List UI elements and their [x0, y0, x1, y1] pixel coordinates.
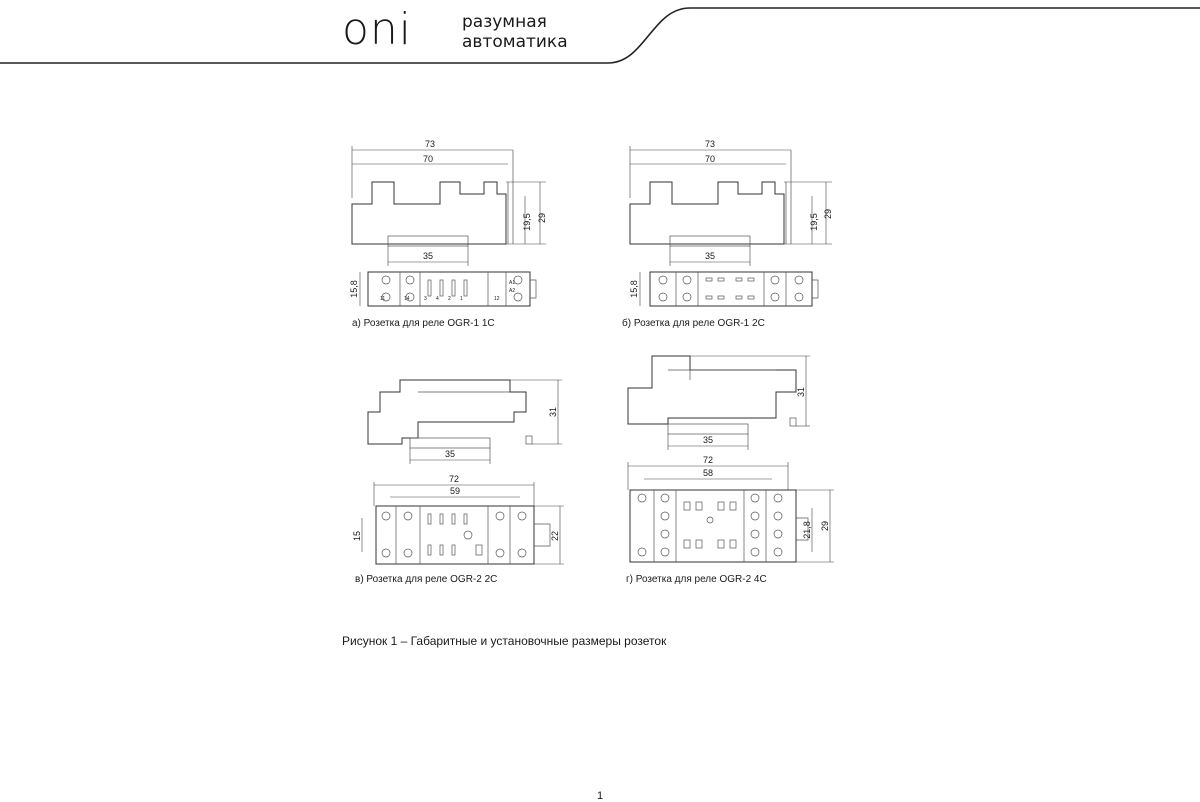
diagram-a-terminal-11: 11 — [380, 296, 385, 302]
diagram-c-din-rail — [409, 437, 491, 449]
diagram-c-dim-31: 31 — [548, 407, 558, 417]
diagram-d-dim-21-8: 21,8 — [802, 521, 812, 539]
diagram-b-dim-73: 73 — [705, 139, 715, 149]
page-number: 1 — [597, 790, 604, 802]
diagram-b-dim-19-5: 19,5 — [809, 213, 819, 231]
diagram-b-caption: б) Розетка для реле OGR-1 2C — [622, 318, 765, 329]
header-swoosh-line — [0, 7, 1200, 64]
diagram-a-dim-73: 73 — [425, 139, 435, 149]
diagram-c-side-view — [367, 379, 527, 445]
diagram-a-dim-15-8: 15,8 — [349, 280, 359, 298]
diagram-b-dim-70: 70 — [705, 154, 715, 164]
diagram-d-caption: г) Розетка для реле OGR-2 4C — [626, 574, 767, 585]
diagram-a-top-view — [367, 271, 531, 307]
diagram-c-top-view — [375, 505, 535, 565]
brand-tagline-line2: автоматика — [462, 32, 568, 52]
diagram-b-side-view — [629, 181, 785, 245]
diagram-d-side-view — [627, 355, 797, 425]
diagram-c: 31 35 72 59 15 22 — [352, 379, 564, 565]
diagram-a-terminal-2: 2 — [448, 296, 451, 302]
diagram-d-dim-29: 29 — [820, 521, 830, 531]
diagram-c-dim-22: 22 — [550, 531, 560, 541]
diagram-b-top-view — [649, 271, 813, 307]
diagram-c-dim-72: 72 — [449, 474, 459, 484]
diagram-b: 73 70 29 19,5 35 15,8 — [629, 139, 833, 307]
diagram-a-terminal-3: 3 — [424, 296, 427, 302]
diagram-a-terminal-12: 12 — [494, 296, 500, 302]
diagram-c-dim-59: 59 — [450, 486, 460, 496]
page-header: oni разумная автоматика — [0, 0, 1200, 70]
diagram-d-top-view — [629, 489, 797, 563]
diagram-b-dim-15-8: 15,8 — [629, 280, 639, 298]
diagram-b-dim-29: 29 — [823, 209, 833, 219]
diagram-c-caption: в) Розетка для реле OGR-2 2C — [355, 574, 498, 585]
diagram-a-dim-19-5: 19,5 — [522, 213, 532, 231]
diagram-d: 31 35 72 58 21,8 29 — [627, 355, 834, 563]
diagram-a-terminal-4: 4 — [436, 296, 439, 302]
diagram-a-terminal-1: 1 — [460, 296, 463, 302]
diagram-a-din-rail — [387, 235, 469, 247]
figure-caption: Рисунок 1 – Габаритные и установочные ра… — [342, 634, 667, 648]
diagram-d-dim-31: 31 — [796, 387, 806, 397]
diagram-a-terminal-a1: A1 — [509, 280, 515, 286]
diagram-a-terminal-a2: A2 — [509, 288, 515, 294]
diagram-a-caption: а) Розетка для реле OGR-1 1C — [352, 318, 495, 329]
diagram-c-dim-35: 35 — [445, 449, 455, 459]
diagram-a: 73 70 29 19,5 35 11 14 3 4 2 1 12 A2 — [349, 139, 547, 307]
diagram-a-dim-35: 35 — [423, 251, 433, 261]
diagram-a-dim-70: 70 — [423, 154, 433, 164]
diagram-b-dim-35: 35 — [705, 251, 715, 261]
diagram-c-dim-15: 15 — [352, 531, 362, 541]
diagram-d-dim-58: 58 — [703, 468, 713, 478]
diagram-a-side-view — [351, 181, 507, 245]
diagram-a-terminal-14: 14 — [404, 296, 410, 302]
diagram-b-din-rail — [669, 235, 751, 247]
brand-logo: oni — [342, 4, 413, 55]
diagram-d-dim-72: 72 — [703, 455, 713, 465]
brand-tagline-line1: разумная — [462, 12, 547, 32]
diagram-d-din-rail — [667, 423, 749, 435]
diagram-d-dim-35: 35 — [703, 435, 713, 445]
diagram-a-dim-29: 29 — [537, 213, 547, 223]
